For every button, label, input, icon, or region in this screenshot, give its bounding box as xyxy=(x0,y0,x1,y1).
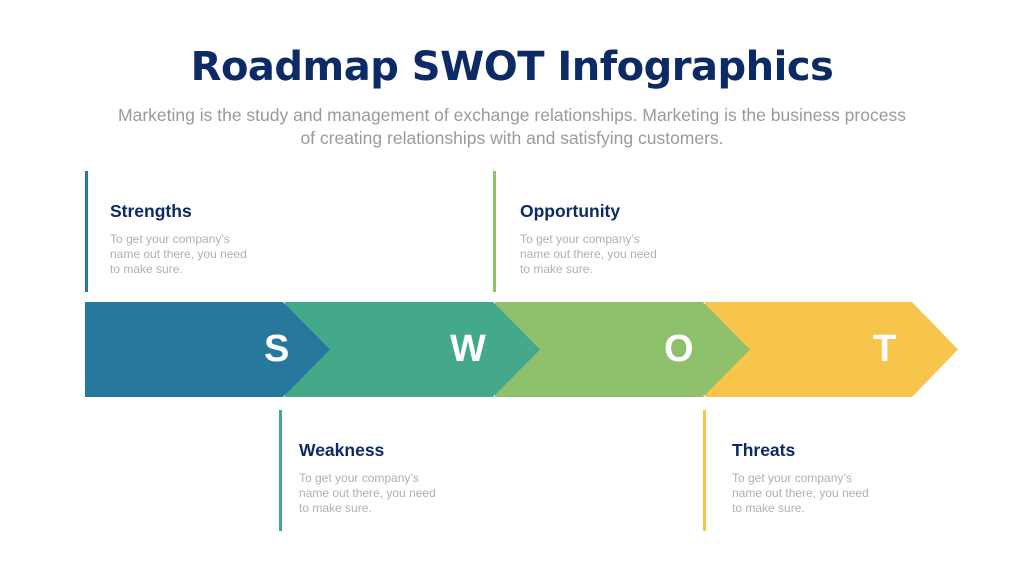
page-title: Roadmap SWOT Infographics xyxy=(190,44,834,90)
letter-w: W xyxy=(450,328,486,370)
page-subtitle: Marketing is the study and management of… xyxy=(118,105,906,148)
card-heading: Strengths xyxy=(110,201,192,221)
arrow-opportunity xyxy=(495,302,750,397)
letter-s: S xyxy=(264,328,290,370)
card-accent-bar xyxy=(85,171,88,292)
arrow-threats xyxy=(705,302,958,397)
card-heading: Threats xyxy=(732,440,796,460)
card-body: To get your company’s name out there, yo… xyxy=(732,471,869,515)
card-body: To get your company’s name out there, yo… xyxy=(520,232,657,276)
card-body: To get your company’s name out there, yo… xyxy=(110,232,247,276)
card-body: To get your company’s name out there, yo… xyxy=(299,471,436,515)
card-heading: Weakness xyxy=(299,440,385,460)
arrow-weakness xyxy=(285,302,540,397)
card-accent-bar xyxy=(493,171,496,292)
letter-o: O xyxy=(664,328,694,370)
card-heading: Opportunity xyxy=(520,201,621,221)
card-accent-bar xyxy=(279,410,282,531)
card-accent-bar xyxy=(703,410,706,531)
letter-t: T xyxy=(873,328,897,370)
arrow-strengths xyxy=(85,302,330,397)
